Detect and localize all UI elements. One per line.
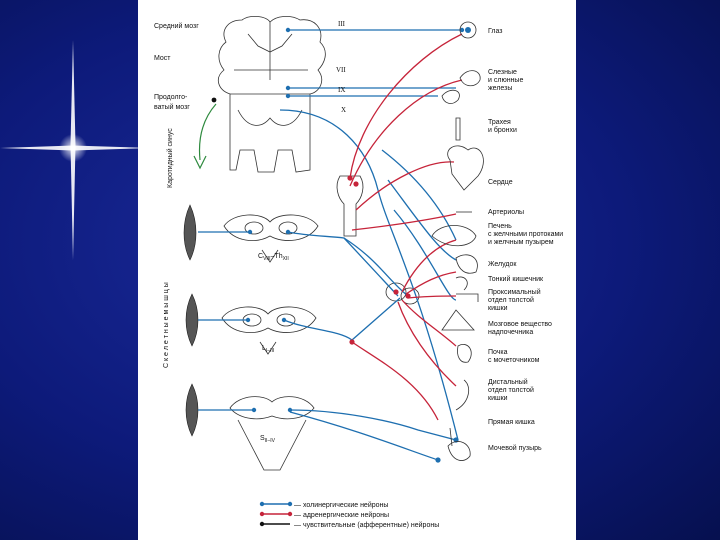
organ-label-liver-3: и желчным пузырем <box>488 239 554 246</box>
nerve-paths <box>193 29 463 461</box>
segment-label-sacral: SII–IV <box>260 435 276 444</box>
spinal-section-sacral: SII–IV <box>229 396 315 471</box>
autonomic-nervous-system-diagram: Средний мозг Мост Продолгo- ватый мозг К… <box>154 16 563 529</box>
label-nerve-IX: IX <box>338 86 345 94</box>
organ-label-liver-2: с желчными протоками <box>488 231 563 238</box>
label-pons: Мост <box>154 55 171 62</box>
organ-label-liver-1: Печень <box>488 223 512 230</box>
segment-label-thoracic: CVIII–ThXII <box>258 253 289 262</box>
organ-label-heart: Сердце <box>488 179 513 186</box>
organ-label-glands-1: Слезные <box>488 69 517 76</box>
label-medulla-1: Продолгo- <box>154 94 188 101</box>
organ-label-prox-colon-3: кишки <box>488 305 508 312</box>
label-nerve-III: III <box>338 20 346 28</box>
organ-label-stomach: Желудок <box>488 261 517 268</box>
organ-label-glands-3: железы <box>488 85 512 92</box>
brainstem-drawing <box>217 16 326 173</box>
legend-cholinergic: — холинергические нейроны <box>294 501 388 509</box>
organ-label-small-intestine: Тонкий кишечник <box>488 275 544 283</box>
legend-adrenergic: — адренергические нейроны <box>294 511 389 519</box>
legend: — холинергические нейроны — адренергичес… <box>259 501 439 529</box>
organ-label-trachea-2: и бронхи <box>488 126 517 134</box>
organ-label-kidney-2: с мочеточником <box>488 357 540 364</box>
organ-label-dist-colon-3: кишки <box>488 395 508 402</box>
organ-label-dist-colon-1: Дистальный <box>488 378 528 386</box>
label-midbrain: Средний мозг <box>154 22 199 30</box>
label-medulla-2: ватый мозг <box>154 103 190 111</box>
organ-label-dist-colon-2: отдел толстой <box>488 386 534 394</box>
organ-label-glands-2: и слюнные <box>488 77 523 84</box>
organ-label-kidney-1: Почка <box>488 349 508 356</box>
organ-label-eye: Глаз <box>488 28 503 35</box>
organ-label-rectum: Прямая кишка <box>488 419 535 426</box>
ganglia <box>336 175 420 305</box>
organ-label-bladder: Мочевой пузырь <box>488 444 542 452</box>
organ-label-prox-colon-2: отдел толстой <box>488 296 534 304</box>
segment-label-lumbar: LI–III <box>262 345 274 354</box>
label-nerve-X: X <box>341 106 346 114</box>
sparkle-decoration <box>0 40 150 260</box>
organ-label-adrenal-2: надпочечника <box>488 329 533 336</box>
label-nerve-VII: VII <box>336 66 346 74</box>
organ-label-trachea-1: Трахея <box>488 119 511 126</box>
organ-drawings <box>431 21 484 461</box>
organ-label-adrenal-1: Мозговое вещество <box>488 321 552 328</box>
skeletal-muscles <box>183 204 199 437</box>
label-carotid-sinus: Каротидный синус <box>166 128 174 188</box>
neuron-dots <box>211 27 465 463</box>
legend-afferent: — чувствительные (афферентные) нейроны <box>294 521 439 529</box>
label-skeletal-muscles: С к е л е т н ы е м ы ш ц ы <box>163 282 170 368</box>
organ-label-prox-colon-1: Проксимальный <box>488 288 541 296</box>
spinal-section-lumbar: LI–III <box>221 306 317 355</box>
spinal-section-thoracic: CVIII–ThXII <box>223 214 319 263</box>
diagram-sheet: Средний мозг Мост Продолгo- ватый мозг К… <box>138 0 576 540</box>
organ-label-arterioles: Артериолы <box>488 209 524 216</box>
